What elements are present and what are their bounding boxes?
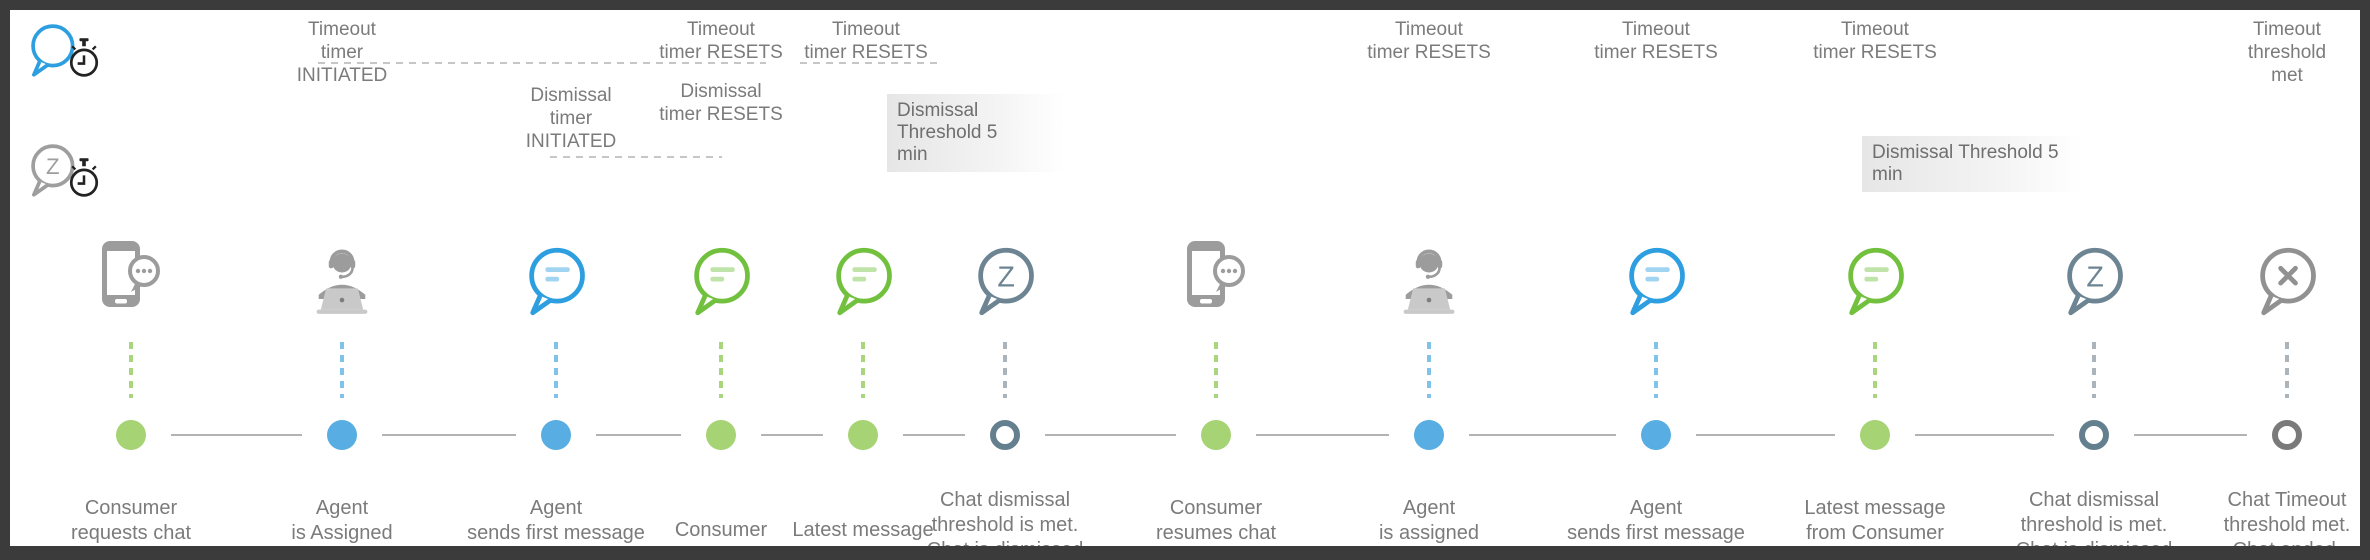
dismissal-threshold-box: Dismissal Threshold 5 min: [887, 94, 1065, 172]
timeline-dot: [706, 420, 736, 450]
chat-bubble-green-icon: [685, 234, 757, 328]
timeout-resets-label: Timeout timer RESETS: [804, 19, 928, 63]
agent-headset-icon: [306, 234, 378, 328]
timeline-dot: [2079, 420, 2109, 450]
timeout-initiated-label: Timeout timer INITIATED: [296, 19, 388, 86]
step-label: Consumer requests chat: [70, 497, 192, 544]
timeline-line: [1045, 434, 1176, 436]
timeline-line: [596, 434, 681, 436]
connector-dashes: [2285, 342, 2289, 398]
timeline-dot: [1860, 420, 1890, 450]
step-label: Chat Timeout threshold met. Chat ended.: [2223, 489, 2351, 560]
connector-dashes: [1427, 342, 1431, 398]
chat-bubble-green-icon: [827, 234, 899, 328]
dismissal-resets-label: Dismissal timer RESETS: [659, 81, 783, 125]
timeout-resets-label: Timeout timer RESETS: [1367, 19, 1491, 63]
timeline-line: [382, 434, 516, 436]
timeline-line: [761, 434, 823, 436]
timeline-dot: [848, 420, 878, 450]
timeline-dot: [1641, 420, 1671, 450]
timeline-dot: [990, 420, 1020, 450]
step-label: Latest message from Consumer: [1804, 497, 1946, 544]
connector-dashes: [1873, 342, 1877, 398]
timeline-line: [1696, 434, 1835, 436]
step-label: Consumer resumes chat: [1155, 497, 1277, 544]
timeline-line: [1915, 434, 2054, 436]
step-label: Latest message from consumer: [792, 519, 934, 560]
connector-dashes: [1654, 342, 1658, 398]
step-label: Agent sends first message: [467, 497, 645, 544]
connector-dashes: [2092, 342, 2096, 398]
connector-dashes: [1214, 342, 1218, 398]
timeout-timer-legend-icon: [24, 22, 110, 82]
timeout-resets-label: Timeout timer RESETS: [1813, 19, 1937, 63]
connector-dashes: [129, 342, 133, 398]
step-label: Agent is assigned: [1378, 497, 1480, 544]
connector-dashes: [554, 342, 558, 398]
timeout-resets-label: Timeout timer RESETS: [659, 19, 783, 63]
dismissal-timer-legend-icon: [24, 142, 110, 202]
chat-bubble-green-icon: [1839, 234, 1911, 328]
dismissal-dashed-line: [550, 156, 722, 158]
phone-chat-icon: [1183, 234, 1249, 328]
chat-bubble-sleep-icon: [969, 234, 1041, 328]
dismissal-threshold-box: Dismissal Threshold 5 min: [1862, 136, 2084, 192]
timeline-dot: [2272, 420, 2302, 450]
stopwatch-icon: [64, 38, 104, 80]
phone-chat-icon: [98, 234, 164, 328]
chat-bubble-blue-icon: [520, 234, 592, 328]
timeout-dashed-line: [318, 62, 766, 64]
step-label: Agent is Assigned: [291, 497, 393, 544]
agent-headset-icon: [1393, 234, 1465, 328]
timeline-dot: [1414, 420, 1444, 450]
timeout-resets-label: Timeout timer RESETS: [1594, 19, 1718, 63]
timeline-dot: [327, 420, 357, 450]
timeline-dot: [541, 420, 571, 450]
step-label: Consumer sends message: [650, 519, 792, 560]
chat-bubble-sleep-icon: [2058, 234, 2130, 328]
connector-dashes: [719, 342, 723, 398]
dismissal-initiated-label: Dismissal timer INITIATED: [525, 85, 617, 152]
timeline-line: [903, 434, 965, 436]
step-label: Chat dismissal threshold is met. Chat is…: [926, 489, 1084, 560]
timeout-threshold-met-label: Timeout threshold met: [2247, 19, 2327, 86]
timeline-line: [171, 434, 302, 436]
timeline-line: [1256, 434, 1389, 436]
timeout-dashed-line: [800, 62, 942, 64]
connector-dashes: [1003, 342, 1007, 398]
chat-bubble-x-icon: [2251, 234, 2323, 328]
chat-bubble-blue-icon: [1620, 234, 1692, 328]
connector-dashes: [861, 342, 865, 398]
timeline-line: [1469, 434, 1616, 436]
stopwatch-icon: [64, 158, 104, 200]
timeline-dot: [116, 420, 146, 450]
timeline-dot: [1201, 420, 1231, 450]
connector-dashes: [340, 342, 344, 398]
timeline-line: [2134, 434, 2247, 436]
step-label: Agent sends first message: [1567, 497, 1745, 544]
step-label: Chat dismissal threshold is met. Chat is…: [2015, 489, 2173, 560]
